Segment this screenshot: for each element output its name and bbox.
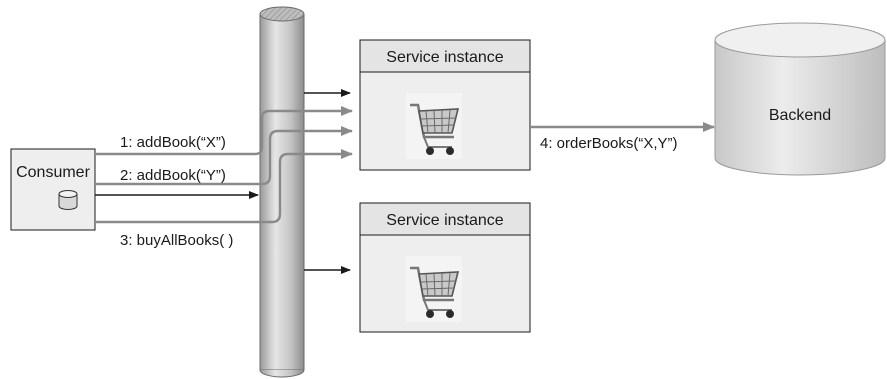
call-3-arrow (95, 149, 353, 224)
call-2-label: 2: addBook(“Y”) (120, 167, 226, 184)
database-icon (58, 190, 78, 210)
service-instance-2: Service instance (359, 202, 531, 333)
service-instance-title: Service instance (386, 212, 503, 229)
call-3-label: 3: buyAllBooks( ) (120, 232, 233, 249)
call-2-arrow (95, 126, 353, 186)
call-1-label: 1: addBook(“X”) (120, 134, 226, 151)
shopping-cart-icon (404, 254, 464, 324)
backend-call-label: 4: orderBooks(“X,Y”) (540, 135, 678, 152)
service-instance-1: Service instance (359, 39, 531, 171)
message-bus (259, 6, 305, 378)
consumer-label: Consumer (16, 164, 90, 181)
call-1-arrow (95, 106, 353, 156)
backend: Backend (714, 22, 886, 176)
service-instance-title: Service instance (386, 49, 503, 66)
consumer-box: Consumer (10, 148, 96, 231)
backend-label: Backend (769, 107, 831, 124)
shopping-cart-icon (404, 91, 464, 161)
